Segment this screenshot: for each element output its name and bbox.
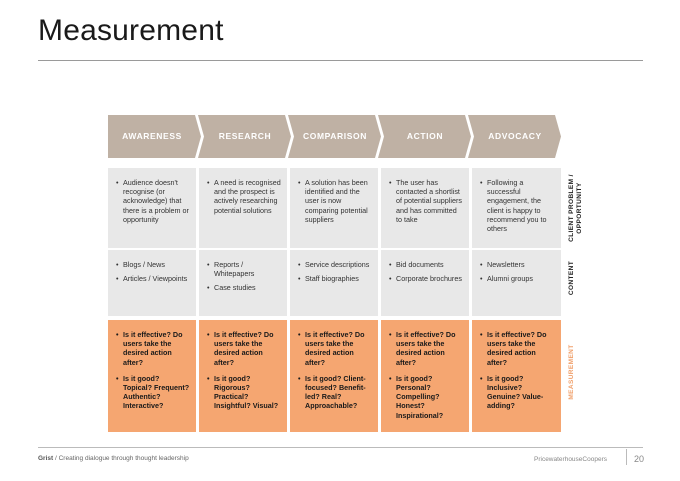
list-item: Following a successful engagement, the c… <box>480 178 555 233</box>
stage-label: AWARENESS <box>122 131 182 141</box>
list-item: Articles / Viewpoints <box>116 274 190 283</box>
list-item: A solution has been identified and the u… <box>298 178 372 224</box>
measurement-row: Is it effective? Do users take the desir… <box>108 320 561 432</box>
content-cell-research: Reports / Whitepapers Case studies <box>199 250 287 316</box>
chevron-shape <box>288 115 381 158</box>
footer-left: Grist / Creating dialogue through though… <box>38 455 189 462</box>
list-item: Alumni groups <box>480 274 555 283</box>
list-item: Is it good? Personal? Compelling? Honest… <box>389 374 463 420</box>
footer-company: PricewaterhouseCoopers <box>534 456 607 463</box>
row-label-content: CONTENT <box>568 260 575 296</box>
measure-cell-awareness: Is it effective? Do users take the desir… <box>108 320 196 432</box>
title-divider <box>38 60 643 61</box>
list-item: Case studies <box>207 283 281 292</box>
list-item: Staff biographies <box>298 274 372 283</box>
client-problem-row: Audience doesn't recognise (or acknowled… <box>108 168 561 248</box>
page-number-divider <box>626 449 627 465</box>
stage-flow: AWARENESS RESEARCH COMPARISON ACTION ADV… <box>108 115 561 158</box>
list-item: Is it good? Client-focused? Benefit-led?… <box>298 374 372 411</box>
problem-cell-comparison: A solution has been identified and the u… <box>290 168 378 248</box>
content-cell-comparison: Service descriptions Staff biographies <box>290 250 378 316</box>
stage-label: COMPARISON <box>303 131 367 141</box>
chevron-shape <box>468 115 561 158</box>
measure-cell-action: Is it effective? Do users take the desir… <box>381 320 469 432</box>
list-item: The user has contacted a shortlist of po… <box>389 178 463 224</box>
footer-divider <box>38 447 643 448</box>
stage-action: ACTION <box>378 115 471 158</box>
list-item: Is it good? Topical? Frequent? Authentic… <box>116 374 190 411</box>
problem-cell-research: A need is recognised and the prospect is… <box>199 168 287 248</box>
list-item: Is it good? Rigorous? Practical? Insight… <box>207 374 281 411</box>
stage-research: RESEARCH <box>198 115 291 158</box>
list-item: Is it effective? Do users take the desir… <box>298 330 372 367</box>
measure-cell-comparison: Is it effective? Do users take the desir… <box>290 320 378 432</box>
problem-cell-action: The user has contacted a shortlist of po… <box>381 168 469 248</box>
list-item: Is it effective? Do users take the desir… <box>389 330 463 367</box>
list-item: Is it good? Inclusive? Genuine? Value-ad… <box>480 374 555 411</box>
row-label-client-problem: CLIENT PROBLEM / OPPORTUNITY <box>568 168 584 248</box>
stage-label: ACTION <box>406 131 444 141</box>
stage-label: RESEARCH <box>218 131 272 141</box>
list-item: Audience doesn't recognise (or acknowled… <box>116 178 190 224</box>
list-item: Corporate brochures <box>389 274 463 283</box>
chevron-shape <box>108 115 201 158</box>
content-cell-action: Bid documents Corporate brochures <box>381 250 469 316</box>
measure-cell-advocacy: Is it effective? Do users take the desir… <box>472 320 561 432</box>
chevron-shape <box>378 115 471 158</box>
row-label-line: OPPORTUNITY <box>576 182 583 234</box>
stage-comparison: COMPARISON <box>288 115 381 158</box>
list-item: Reports / Whitepapers <box>207 260 281 278</box>
footer-tagline: / Creating dialogue through thought lead… <box>54 455 189 462</box>
list-item: Is it effective? Do users take the desir… <box>480 330 555 367</box>
row-label-measurement: MEASUREMENT <box>568 344 575 400</box>
content-cell-awareness: Blogs / News Articles / Viewpoints <box>108 250 196 316</box>
stage-awareness: AWARENESS <box>108 115 201 158</box>
list-item: Is it effective? Do users take the desir… <box>207 330 281 367</box>
page-title: Measurement <box>38 14 224 47</box>
content-row: Blogs / News Articles / Viewpoints Repor… <box>108 250 561 316</box>
list-item: Bid documents <box>389 260 463 269</box>
list-item: Newsletters <box>480 260 555 269</box>
list-item: Service descriptions <box>298 260 372 269</box>
problem-cell-awareness: Audience doesn't recognise (or acknowled… <box>108 168 196 248</box>
problem-cell-advocacy: Following a successful engagement, the c… <box>472 168 561 248</box>
list-item: A need is recognised and the prospect is… <box>207 178 281 215</box>
stage-label: ADVOCACY <box>488 131 542 141</box>
list-item: Is it effective? Do users take the desir… <box>116 330 190 367</box>
row-label-line: CLIENT PROBLEM / <box>568 174 575 242</box>
footer-brand: Grist <box>38 455 54 462</box>
measure-cell-research: Is it effective? Do users take the desir… <box>199 320 287 432</box>
list-item: Blogs / News <box>116 260 190 269</box>
content-cell-advocacy: Newsletters Alumni groups <box>472 250 561 316</box>
stage-advocacy: ADVOCACY <box>468 115 561 158</box>
page-number: 20 <box>634 454 645 464</box>
chevron-shape <box>198 115 291 158</box>
